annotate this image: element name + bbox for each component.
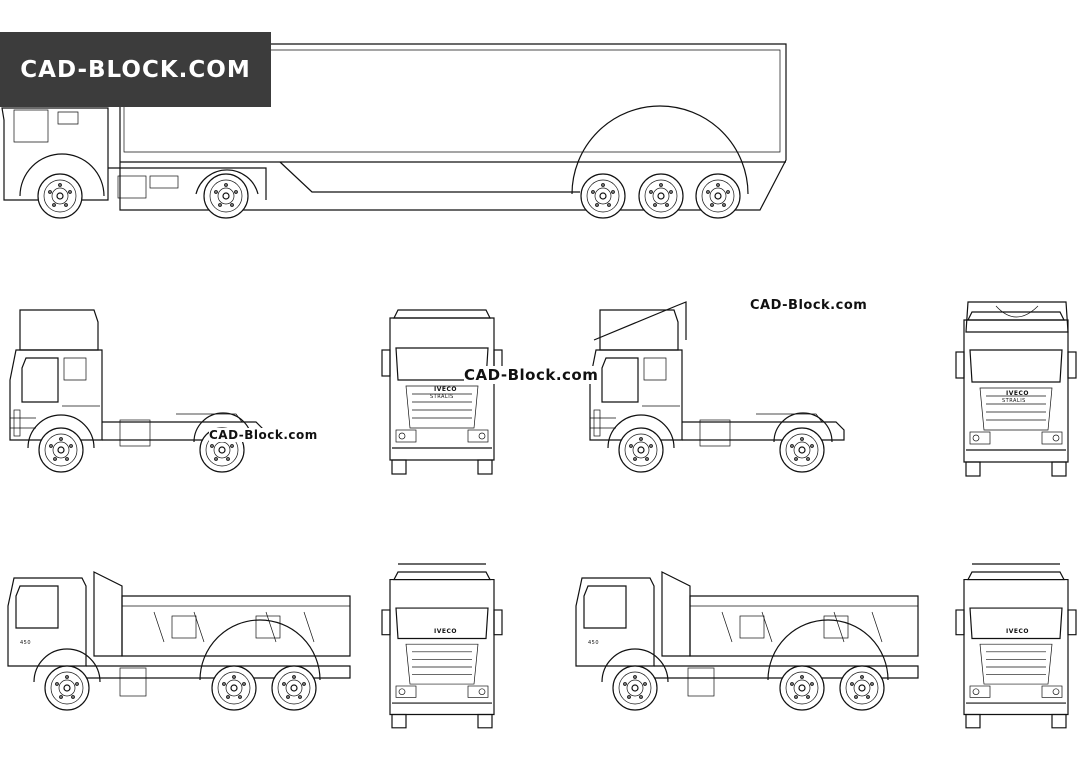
tractor-side-view-high-roof [590, 301, 844, 472]
dump-truck-front-view-left [381, 563, 503, 729]
tractor-side-view-left [10, 310, 264, 472]
tractor-trailer-side-view [1, 43, 787, 219]
cad-block-logo-banner: CAD-BLOCK.COM [0, 32, 271, 107]
dump-truck-side-view-left [8, 572, 350, 710]
grille-badge-3: IVECO [434, 628, 457, 635]
grille-model-1: STRALIS [430, 394, 454, 400]
watermark-left: CAD-Block.com [209, 428, 318, 442]
cab-model-number-2: 450 [588, 640, 600, 646]
grille-badge-1: IVECO [434, 386, 457, 393]
cab-model-number-1: 450 [20, 640, 32, 646]
grille-model-2: STRALIS [1002, 398, 1026, 404]
dump-truck-front-view-right [955, 563, 1077, 729]
grille-badge-4: IVECO [1006, 628, 1029, 635]
dump-truck-side-view-right [576, 572, 918, 710]
watermark-center: CAD-Block.com [464, 366, 599, 384]
grille-badge-2: IVECO [1006, 390, 1029, 397]
tractor-front-view-high-roof [955, 301, 1077, 477]
watermark-top-right: CAD-Block.com [750, 298, 868, 313]
